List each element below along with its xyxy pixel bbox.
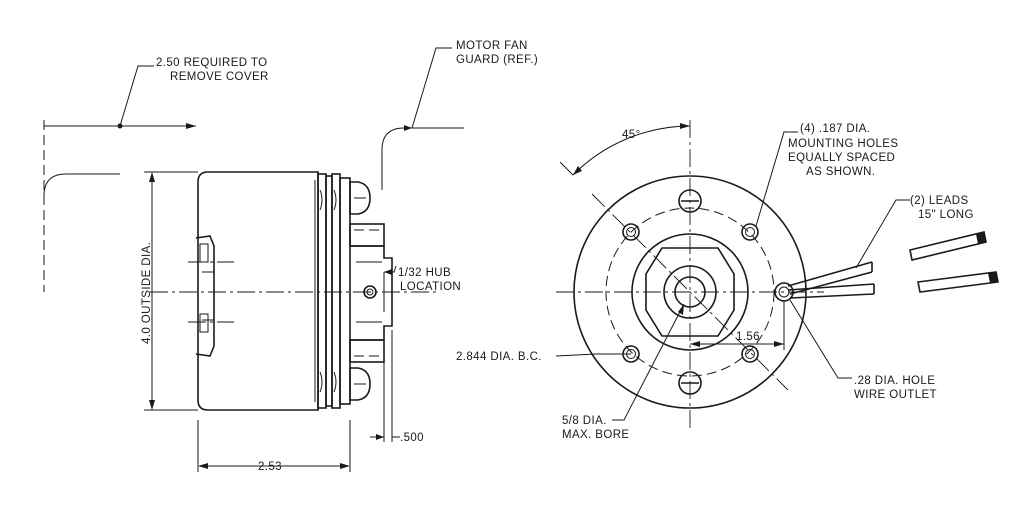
hub-length-dimension: [370, 330, 400, 442]
label-leads-2: 15" LONG: [918, 209, 974, 221]
lead-wire-end-upper: [909, 231, 987, 261]
label-hub-len: .500: [400, 432, 424, 444]
label-cover-1: 2.50 REQUIRED TO: [156, 57, 267, 69]
angle-45-dimension: [559, 123, 691, 176]
side-view: [43, 47, 464, 472]
label-hub-2: LOCATION: [400, 281, 461, 293]
outside-dia-dimension: [144, 171, 198, 411]
bore-leader: [612, 303, 685, 421]
mounting-screw-top: [349, 181, 371, 215]
label-wire-hole-1: .28 DIA. HOLE: [854, 375, 935, 387]
label-cover-2: REMOVE COVER: [170, 71, 269, 83]
bottom-screw: [678, 371, 702, 395]
hub-location-leader: [384, 265, 397, 275]
bolt-circle-leader: [555, 353, 631, 357]
front-view: [555, 120, 999, 430]
holes-leader: [755, 131, 798, 227]
label-holes-4: AS SHOWN.: [806, 166, 875, 178]
depth-dimension: [197, 420, 351, 472]
label-holes-3: EQUALLY SPACED: [788, 152, 895, 164]
top-screw: [678, 189, 702, 213]
label-holes-1: (4) .187 DIA.: [800, 123, 870, 135]
offset-dimension: [690, 300, 785, 350]
wire-outlet-leader: [789, 299, 852, 379]
label-angle: 45°: [622, 129, 641, 141]
lead-wires: [787, 261, 875, 299]
leads-leader: [855, 199, 910, 269]
label-holes-2: MOUNTING HOLES: [788, 138, 898, 150]
label-wire-hole-2: WIRE OUTLET: [854, 389, 937, 401]
cover-latch: [195, 235, 215, 357]
hub: [349, 223, 393, 363]
label-hub-1: 1/32 HUB: [398, 267, 451, 279]
label-depth: 2.53: [258, 461, 282, 473]
mounting-screw-bottom: [349, 367, 371, 401]
label-offset: 1.56: [736, 331, 760, 343]
fan-guard-leader: [381, 47, 464, 190]
label-leads-1: (2) LEADS: [910, 195, 969, 207]
label-bore-2: MAX. BORE: [562, 429, 630, 441]
label-outside-dia: 4.0 OUTSIDE DIA.: [141, 242, 153, 344]
armature-plate: [645, 247, 735, 337]
label-fan-1: MOTOR FAN: [456, 40, 528, 52]
mounting-hole-ur: [741, 223, 759, 241]
label-bore-1: 5/8 DIA.: [562, 415, 607, 427]
label-fan-2: GUARD (REF.): [456, 54, 538, 66]
mounting-hole-lr: [741, 345, 759, 363]
label-bolt-circle: 2.844 DIA. B.C.: [456, 351, 542, 363]
clutch-plates: [317, 173, 351, 409]
mounting-hole-ul: [622, 223, 640, 241]
cover-removal-dimension: [43, 65, 196, 292]
housing-cover: [197, 171, 319, 411]
lead-wire-end-lower: [917, 271, 999, 293]
